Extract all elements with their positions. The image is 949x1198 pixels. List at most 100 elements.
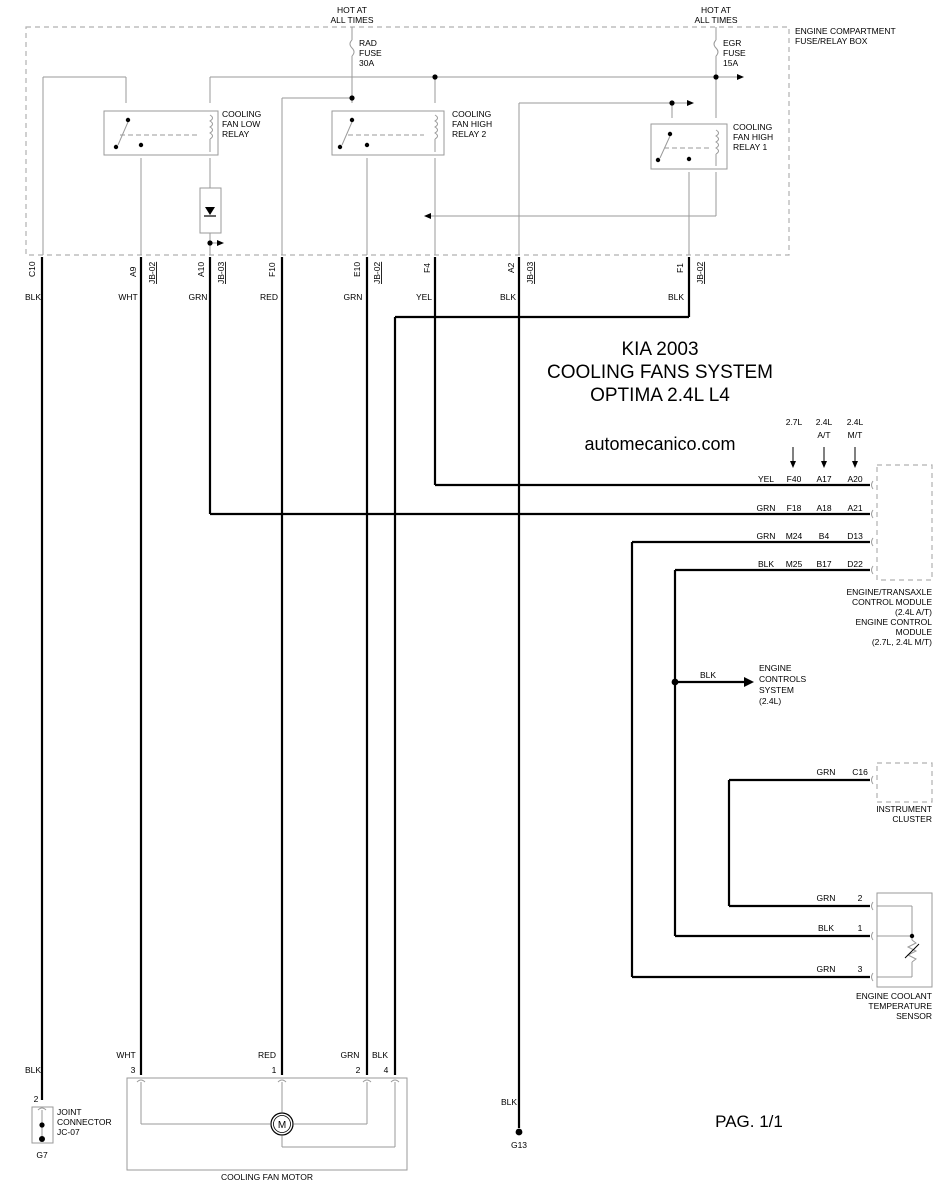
ecm-col3-header-2: M/T (848, 430, 863, 440)
cooling-fan-high-relay-1 (650, 123, 728, 170)
title-line-2: COOLING FANS SYSTEM (547, 362, 773, 383)
rad-fuse-label-2: FUSE (359, 48, 382, 58)
joint-label-3: JC-07 (57, 1127, 80, 1137)
ecm-row4-c1: M25 (786, 559, 803, 569)
diode-symbol (199, 187, 222, 234)
wire-color-f4: YEL (416, 292, 432, 302)
fuse-relay-box-outline (25, 26, 790, 256)
motor-symbol: M (278, 1120, 286, 1131)
ecm-row3-c2: B4 (819, 531, 830, 541)
high-relay-2-label-2: FAN HIGH (452, 119, 492, 129)
ground-g13-label: G13 (511, 1140, 527, 1150)
ecm-row2-c3: A21 (847, 503, 862, 513)
fuse-box-label-2: FUSE/RELAY BOX (795, 36, 868, 46)
ecm-label-5: MODULE (896, 627, 933, 637)
pin-f10: F10 (267, 262, 277, 277)
rad-fuse (349, 27, 355, 98)
motor-label: COOLING FAN MOTOR (221, 1172, 313, 1182)
high-relay-1-label-3: RELAY 1 (733, 142, 767, 152)
high-relay-1-label-2: FAN HIGH (733, 132, 773, 142)
motor-wire-color-3: GRN (341, 1050, 360, 1060)
low-relay-label-1: COOLING (222, 109, 261, 119)
ecm-col2-header-1: 2.4L (816, 417, 833, 427)
egr-fuse-label-2: FUSE (723, 48, 746, 58)
ecm-label-2: CONTROL MODULE (852, 597, 932, 607)
wire-color-f1: BLK (668, 292, 684, 302)
wire-color-f10: RED (260, 292, 278, 302)
cluster-label-1: INSTRUMENT (876, 804, 932, 814)
pin-a9: A9 (128, 266, 138, 277)
cluster-wire-color: GRN (817, 767, 836, 777)
cooling-fan-low-relay (103, 110, 219, 156)
pin-a10: A10 (196, 262, 206, 277)
website-label: automecanico.com (584, 434, 735, 454)
ecm-label-1: ENGINE/TRANSAXLE (847, 587, 933, 597)
ecm-col2-header-2: A/T (817, 430, 830, 440)
ecm-header-arrows (790, 447, 858, 468)
g13-wire-color: BLK (501, 1097, 517, 1107)
ecm-row1-c1: F40 (787, 474, 802, 484)
joint-wire-color: BLK (25, 1065, 41, 1075)
high-relay-2-label-1: COOLING (452, 109, 491, 119)
engine-controls-label-3: SYSTEM (759, 685, 794, 695)
high-relay-1-label-1: COOLING (733, 122, 772, 132)
pin-c10: C10 (27, 261, 37, 277)
ect-sensor (871, 892, 933, 988)
egr-fuse-label-3: 15A (723, 58, 738, 68)
ecm-row1-color: YEL (758, 474, 774, 484)
ect-row1-pin: 2 (858, 893, 863, 903)
page-label: PAG. 1/1 (715, 1112, 783, 1131)
internal-wiring (42, 74, 744, 255)
cooling-fan-motor (126, 1077, 408, 1171)
conn-a9: JB-02 (147, 262, 157, 284)
motor-pin-1: 1 (272, 1065, 277, 1075)
ecm-col3-header-1: 2.4L (847, 417, 864, 427)
ground-g13-symbol (515, 1128, 523, 1136)
engine-controls-wire-color: BLK (700, 670, 716, 680)
ecm-row1-c3: A20 (847, 474, 862, 484)
external-wires (40, 257, 870, 1128)
pin-a2: A2 (506, 262, 516, 273)
ecm-row4-c2: B17 (816, 559, 831, 569)
engine-controls-label-2: CONTROLS (759, 674, 807, 684)
wire-color-c10: BLK (25, 292, 41, 302)
rad-hot-label-2: ALL TIMES (331, 15, 374, 25)
low-relay-label-3: RELAY (222, 129, 250, 139)
ecm-row4-color: BLK (758, 559, 774, 569)
ect-row1-color: GRN (817, 893, 836, 903)
high-relay-2-label-3: RELAY 2 (452, 129, 486, 139)
ect-row2-color: BLK (818, 923, 834, 933)
motor-pin-3: 3 (131, 1065, 136, 1075)
engine-controls-label-1: ENGINE (759, 663, 792, 673)
conn-f1: JB-02 (695, 262, 705, 284)
instrument-cluster-connector (871, 762, 933, 803)
engine-controls-label-4: (2.4L) (759, 696, 781, 706)
joint-pin: 2 (34, 1094, 39, 1104)
conn-a2: JB-03 (525, 262, 535, 284)
wire-color-e10: GRN (344, 292, 363, 302)
ect-label-2: TEMPERATURE (868, 1001, 932, 1011)
ecm-row1-c2: A17 (816, 474, 831, 484)
ect-label-1: ENGINE COOLANT (856, 991, 932, 1001)
motor-pin-4: 4 (384, 1065, 389, 1075)
egr-fuse (713, 27, 719, 118)
joint-connector (31, 1106, 54, 1144)
ect-row2-pin: 1 (858, 923, 863, 933)
ecm-row2-c2: A18 (816, 503, 831, 513)
ect-row3-pin: 3 (858, 964, 863, 974)
conn-e10: JB-02 (372, 262, 382, 284)
ecm-label-6: (2.7L, 2.4L M/T) (872, 637, 932, 647)
wire-color-a9: WHT (118, 292, 137, 302)
ecm-label-3: (2.4L A/T) (895, 607, 932, 617)
ect-row3-color: GRN (817, 964, 836, 974)
ecm-label-4: ENGINE CONTROL (855, 617, 932, 627)
pin-e10: E10 (352, 262, 362, 277)
cluster-label-2: CLUSTER (892, 814, 932, 824)
egr-fuse-label-1: EGR (723, 38, 741, 48)
ecm-row2-c1: F18 (787, 503, 802, 513)
motor-wire-color-1: WHT (116, 1050, 135, 1060)
motor-wire-color-4: BLK (372, 1050, 388, 1060)
ecm-col1-header-1: 2.7L (786, 417, 803, 427)
rad-fuse-label-3: 30A (359, 58, 374, 68)
